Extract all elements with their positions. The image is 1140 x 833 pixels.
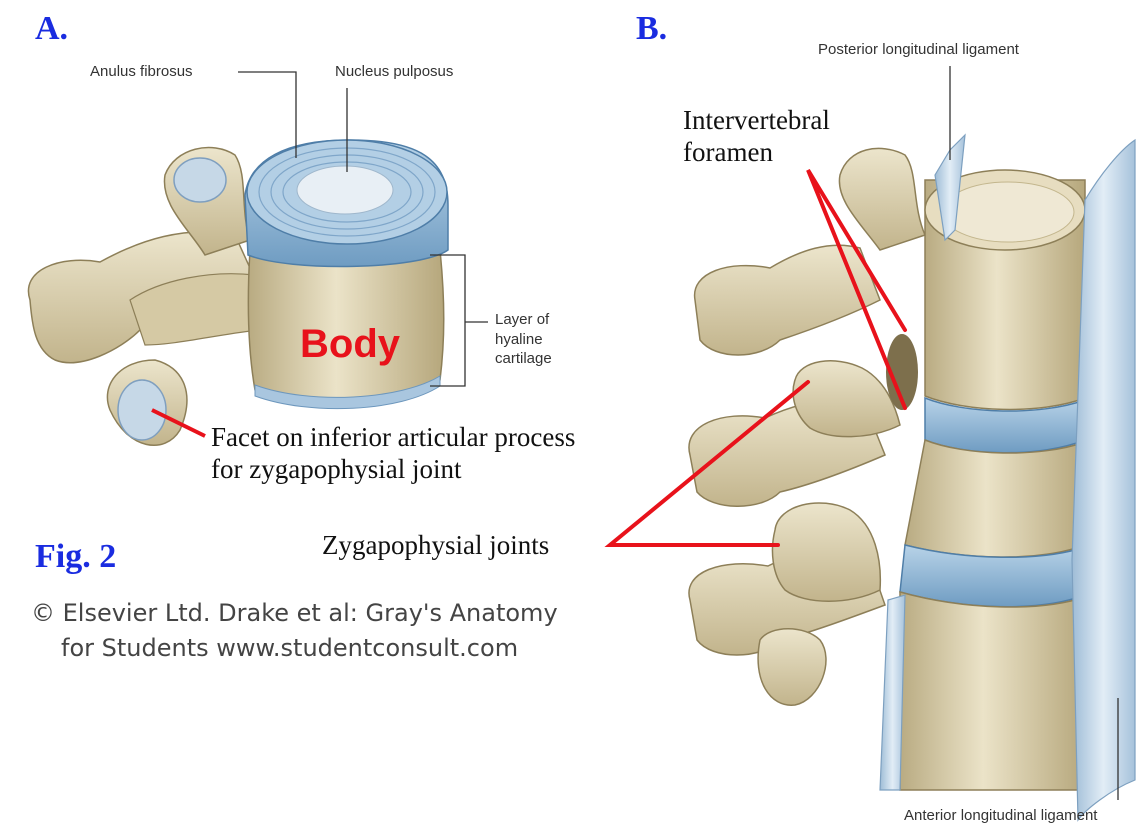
process-b-1: [695, 245, 880, 355]
copyright-line-1: © Elsevier Ltd. Drake et al: Gray's Anat…: [31, 596, 558, 631]
vertebra-a-illustration: [28, 140, 448, 445]
body-b-3: [900, 592, 1085, 790]
nucleus-pulposus-label: Nucleus pulposus: [335, 62, 453, 82]
posterior-ligament-label: Posterior longitudinal ligament: [818, 40, 1019, 60]
body-label: Body: [300, 322, 400, 367]
articular-process-b-1: [793, 361, 900, 437]
figure-label: Fig. 2: [35, 538, 116, 576]
inferior-facet-a: [118, 380, 166, 440]
articular-process-b-2: [772, 503, 880, 601]
posterior-ligament-lower: [880, 595, 905, 790]
cartilage-line-3: cartilage: [495, 349, 552, 369]
body-b-2: [905, 440, 1085, 557]
foramen-label: Intervertebral foramen: [683, 105, 830, 169]
lower-process-b: [758, 629, 826, 705]
body-b-top-inner: [942, 182, 1074, 242]
cartilage-line-2: hyaline: [495, 330, 552, 350]
facet-line-2: for zygapophysial joint: [211, 454, 575, 486]
foramen-line-2: foramen: [683, 137, 830, 169]
facet-label: Facet on inferior articular process for …: [211, 422, 575, 486]
anterior-ligament-label: Anterior longitudinal ligament: [904, 806, 1097, 826]
superior-process-b: [839, 148, 925, 250]
copyright: © Elsevier Ltd. Drake et al: Gray's Anat…: [31, 596, 558, 666]
cartilage-label: Layer of hyaline cartilage: [495, 310, 552, 369]
zygapophysial-label: Zygapophysial joints: [322, 530, 549, 562]
superior-facet-a: [174, 158, 226, 202]
nucleus-pulposus-shape: [297, 166, 393, 214]
foramen-line-1: Intervertebral: [683, 105, 830, 137]
anulus-fibrosus-label: Anulus fibrosus: [90, 62, 193, 82]
panel-b-letter: B.: [636, 10, 667, 48]
facet-line-1: Facet on inferior articular process: [211, 422, 575, 454]
anulus-leader: [238, 72, 296, 158]
cartilage-line-1: Layer of: [495, 310, 552, 330]
vertebral-column-b: [689, 135, 1135, 820]
copyright-line-2: for Students www.studentconsult.com: [31, 631, 558, 666]
panel-a-letter: A.: [35, 10, 68, 48]
